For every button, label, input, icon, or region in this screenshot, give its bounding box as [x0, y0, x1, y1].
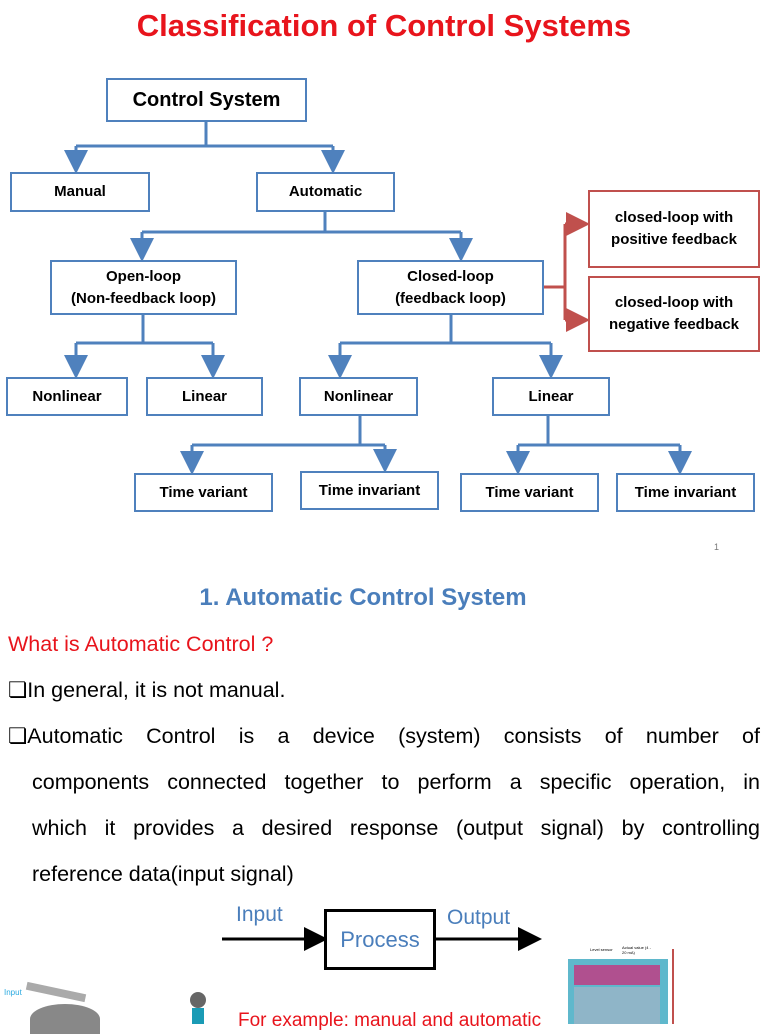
- manual-tank-image: Input: [0, 980, 140, 1034]
- box-label: (feedback loop): [395, 289, 506, 307]
- automatic-box: Automatic: [256, 172, 395, 212]
- box-label: Manual: [54, 183, 106, 201]
- paragraph-line: components connected together to perform…: [32, 770, 760, 794]
- nonlinear-time-variant-box: Time variant: [134, 473, 273, 512]
- section-heading: 1. Automatic Control System: [199, 584, 527, 611]
- page-title: Classification of Control Systems: [136, 8, 632, 43]
- box-label: negative feedback: [608, 316, 740, 333]
- image-sensor-label: Level sensor: [590, 947, 613, 952]
- linear-time-invariant-box: Time invariant: [616, 473, 755, 512]
- bullet-text: Automatic Control is a device (system) c…: [27, 724, 760, 748]
- checkbox-bullet-icon: ❏: [8, 678, 28, 702]
- open-linear-box: Linear: [146, 377, 263, 416]
- output-label: Output: [447, 906, 511, 929]
- bullet-1: ❏In general, it is not manual.: [8, 678, 285, 703]
- closed-loop-box: Closed-loop (feedback loop): [357, 260, 544, 315]
- box-label: Time variant: [159, 483, 248, 501]
- box-label: Automatic: [288, 183, 363, 201]
- operator-figure-image: [190, 992, 212, 1024]
- box-label: positive feedback: [611, 231, 737, 248]
- box-label: closed-loop with: [614, 209, 734, 227]
- open-loop-box: Open-loop (Non-feedback loop): [50, 260, 237, 315]
- box-label: Time variant: [485, 483, 574, 501]
- positive-feedback-box: closed-loop with positive feedback: [588, 190, 760, 268]
- box-label: Linear: [181, 387, 227, 405]
- closed-nonlinear-box: Nonlinear: [299, 377, 418, 416]
- closed-linear-box: Linear: [492, 377, 610, 416]
- box-label: Linear: [528, 387, 574, 405]
- checkbox-bullet-icon: ❏: [8, 724, 28, 748]
- box-label: Open-loop: [106, 267, 181, 285]
- image-input-label: Input: [4, 988, 22, 997]
- input-label: Input: [236, 903, 283, 926]
- bullet-2: ❏Automatic Control is a device (system) …: [8, 724, 760, 749]
- manual-box: Manual: [10, 172, 150, 212]
- linear-time-variant-box: Time variant: [460, 473, 599, 512]
- diagram-connectors: [64, 122, 692, 475]
- question-text: What is Automatic Control ?: [8, 632, 274, 656]
- box-label: Control System: [132, 88, 281, 111]
- box-label: Time invariant: [318, 481, 421, 499]
- image-value-label: Actual value (4 - 20 mA): [622, 945, 651, 955]
- example-text: For example: manual and automatic: [238, 1010, 542, 1031]
- box-label: Closed-loop: [407, 267, 494, 285]
- open-nonlinear-box: Nonlinear: [6, 377, 128, 416]
- box-label: Process: [340, 926, 420, 952]
- paragraph-line: reference data(input signal): [32, 862, 294, 886]
- negative-feedback-box: closed-loop with negative feedback: [588, 276, 760, 352]
- level-sensor-tank-image: Level sensor Actual value (4 - 20 mA): [560, 945, 690, 1024]
- box-label: closed-loop with: [614, 294, 734, 312]
- page-number: 1: [714, 542, 720, 552]
- nonlinear-time-invariant-box: Time invariant: [300, 471, 439, 510]
- box-label: (Non-feedback loop): [71, 289, 216, 307]
- process-arrows: [222, 927, 542, 951]
- control-system-box: Control System: [106, 78, 307, 122]
- process-box: Process: [324, 909, 436, 970]
- bullet-text: In general, it is not manual.: [27, 678, 286, 702]
- box-label: Time invariant: [634, 483, 737, 501]
- box-label: Nonlinear: [323, 387, 394, 405]
- paragraph-line: which it provides a desired response (ou…: [32, 816, 760, 840]
- box-label: Nonlinear: [32, 387, 102, 405]
